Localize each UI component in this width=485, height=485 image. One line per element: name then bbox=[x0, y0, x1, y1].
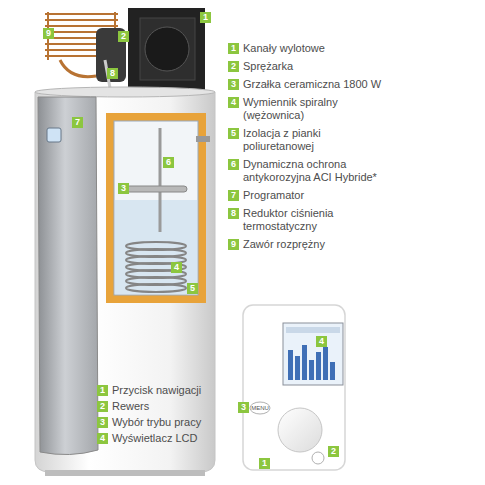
part-label: Wymiennik spiralny (wężownica) bbox=[243, 96, 353, 122]
callout-number: 7 bbox=[72, 117, 83, 128]
callout-number: 9 bbox=[228, 239, 239, 250]
callout-number: 8 bbox=[228, 208, 239, 219]
callout-number: 5 bbox=[228, 128, 239, 139]
callout-number: 7 bbox=[228, 190, 239, 201]
part-label: Rewers bbox=[112, 400, 149, 413]
callout-number: 6 bbox=[163, 157, 174, 168]
part-label: Przycisk nawigacji bbox=[112, 384, 201, 397]
callout-number: 1 bbox=[228, 43, 239, 54]
callout-number: 6 bbox=[228, 159, 239, 170]
callout-number: 3 bbox=[97, 417, 108, 428]
callout-number: 3 bbox=[118, 183, 129, 194]
callout-number: 2 bbox=[118, 31, 129, 42]
callout-number: 9 bbox=[43, 28, 54, 39]
part-label: Sprężarka bbox=[243, 60, 293, 73]
callout-number: 5 bbox=[187, 283, 198, 294]
part-label: Kanały wylotowe bbox=[243, 42, 325, 55]
part-label: Wyświetlacz LCD bbox=[112, 432, 197, 445]
callout-number: 1 bbox=[200, 12, 211, 23]
part-label: Izolacja z pianki poliuretanowej bbox=[243, 127, 353, 153]
part-label: Dynamiczna ochrona antykorozyjna ACI Hyb… bbox=[243, 158, 403, 184]
callout-number: 3 bbox=[228, 79, 239, 90]
part-label: Grzałka ceramiczna 1800 W bbox=[243, 78, 381, 91]
callout-number: 4 bbox=[97, 433, 108, 444]
callout-number: 2 bbox=[328, 446, 339, 457]
callout-number: 8 bbox=[107, 68, 118, 79]
part-label: Wybór trybu pracy bbox=[112, 416, 201, 429]
callout-number: 2 bbox=[97, 401, 108, 412]
button-text: MENU bbox=[251, 405, 269, 412]
part-label: Programator bbox=[243, 189, 304, 202]
part-label: Reduktor ciśnienia termostatyczny bbox=[243, 207, 363, 233]
callout-number: 2 bbox=[228, 61, 239, 72]
callout-number: 4 bbox=[171, 262, 182, 273]
callout-number: 4 bbox=[316, 336, 327, 347]
callout-number: 4 bbox=[228, 97, 239, 108]
part-label: Zawór rozprężny bbox=[243, 238, 325, 251]
callout-number: 1 bbox=[97, 385, 108, 396]
callout-number: 3 bbox=[238, 402, 249, 413]
callout-number: 1 bbox=[259, 458, 270, 469]
